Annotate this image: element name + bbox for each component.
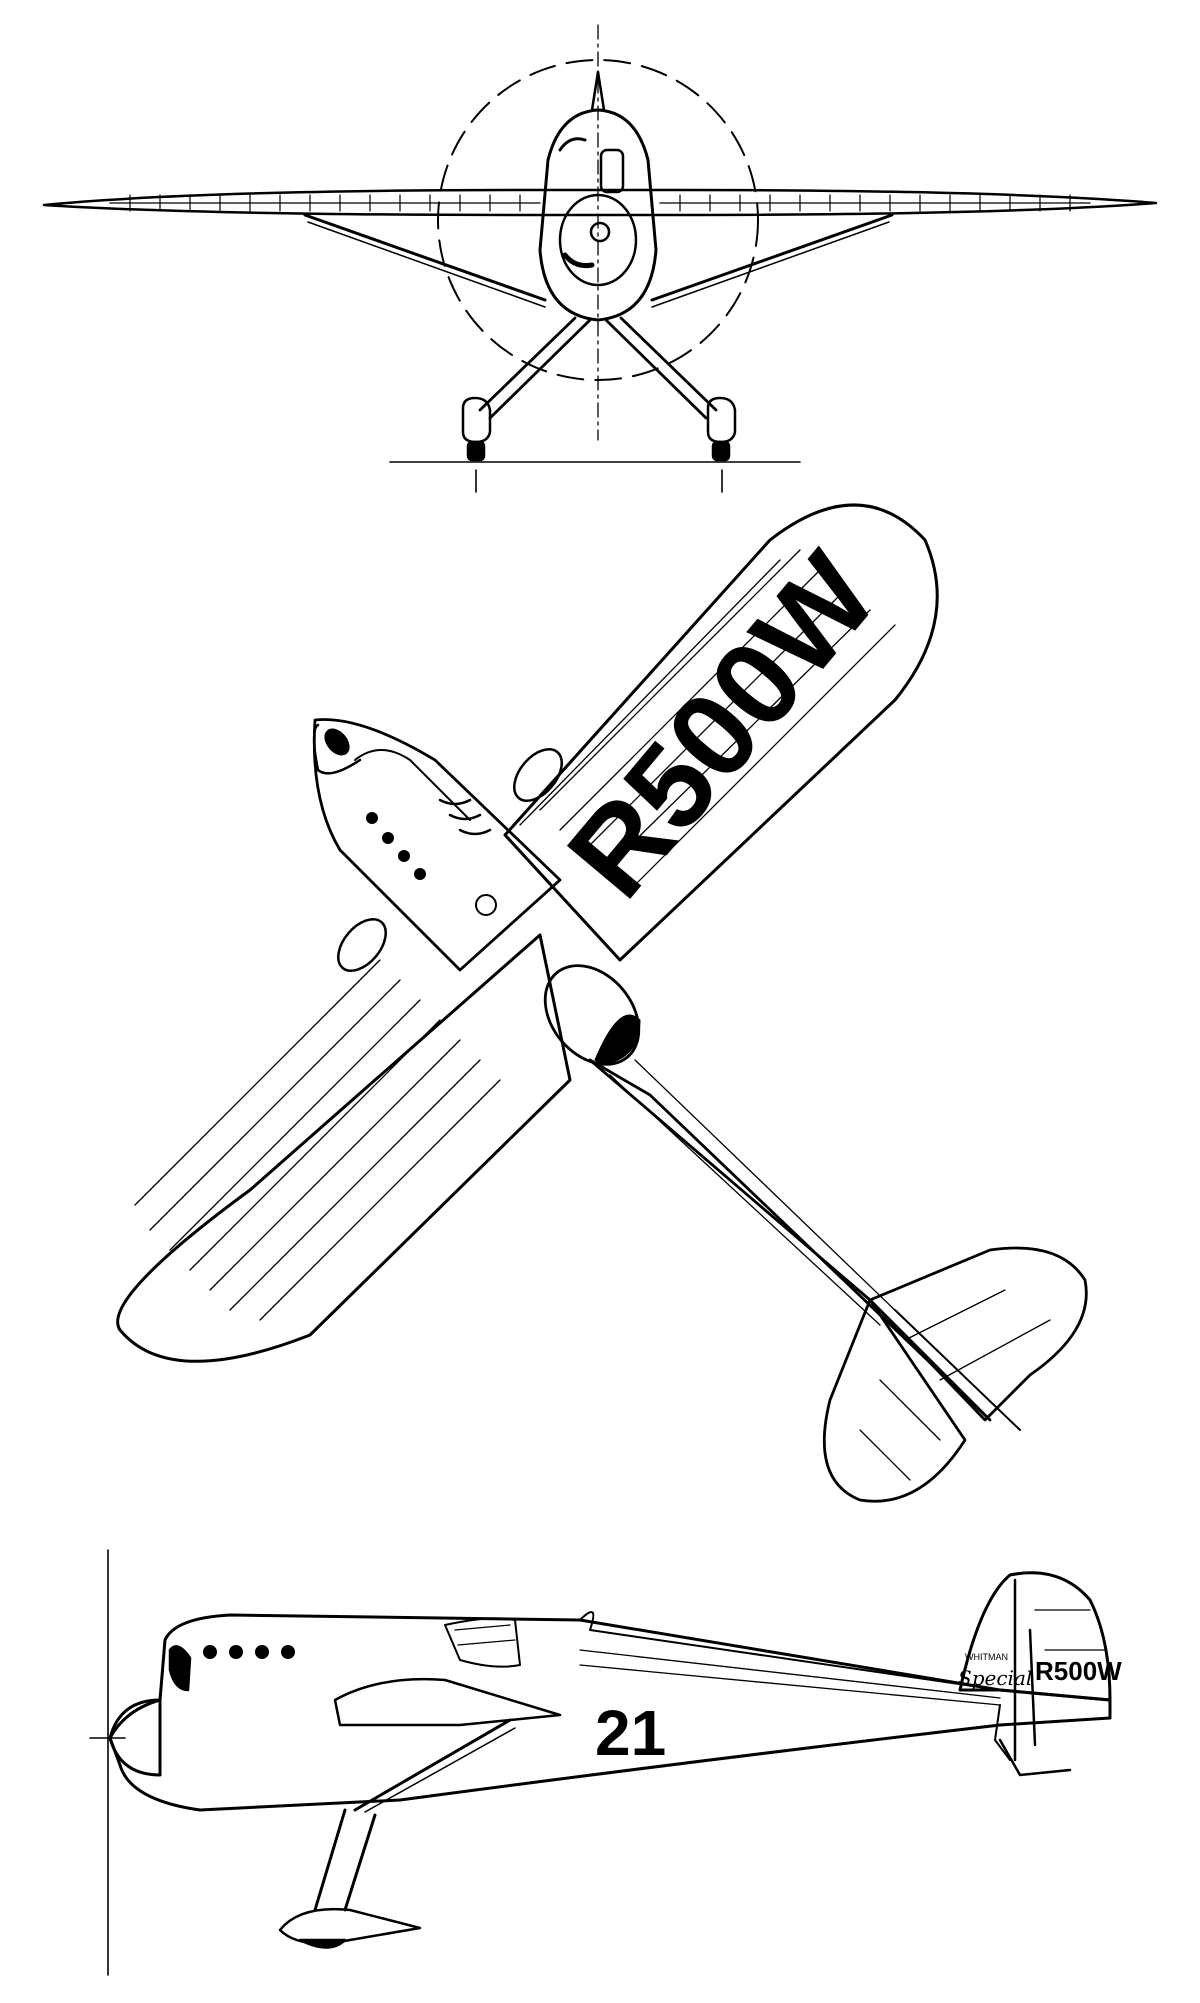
side-fuselage (108, 1613, 1112, 1812)
top-horizontal-tail-left (822, 1298, 967, 1503)
wing-rib-ticks-right (679, 194, 1071, 212)
side-view: 21 R500W Special WHITMAN (89, 1549, 1122, 1976)
top-cockpit (543, 964, 641, 1066)
wing-rib-ticks-left (129, 194, 521, 212)
race-number: 21 (595, 1697, 666, 1769)
side-wing (333, 1677, 562, 1727)
left-wheel-pant (461, 396, 492, 444)
tail-script: Special (958, 1666, 1032, 1690)
top-right-wing (503, 503, 939, 962)
right-wheel-pant (706, 396, 737, 444)
front-fuselage (538, 108, 658, 322)
tail-small-text: WHITMAN (965, 1652, 1008, 1662)
top-forward-fuselage (312, 718, 562, 972)
cockpit-windshield (599, 148, 625, 194)
top-horizontal-tail (868, 1246, 1088, 1422)
front-wing (42, 188, 1158, 217)
side-vertical-tail (958, 1571, 1112, 1702)
front-view (42, 24, 1158, 493)
side-wheel-pant (278, 1908, 422, 1945)
top-view: R500W (116, 503, 1088, 1503)
propeller-disc (437, 59, 759, 381)
top-left-wing (116, 933, 572, 1363)
tail-registration: R500W (1035, 1656, 1122, 1686)
top-rear-fuselage (588, 1058, 992, 1422)
engine-intake (558, 193, 638, 287)
